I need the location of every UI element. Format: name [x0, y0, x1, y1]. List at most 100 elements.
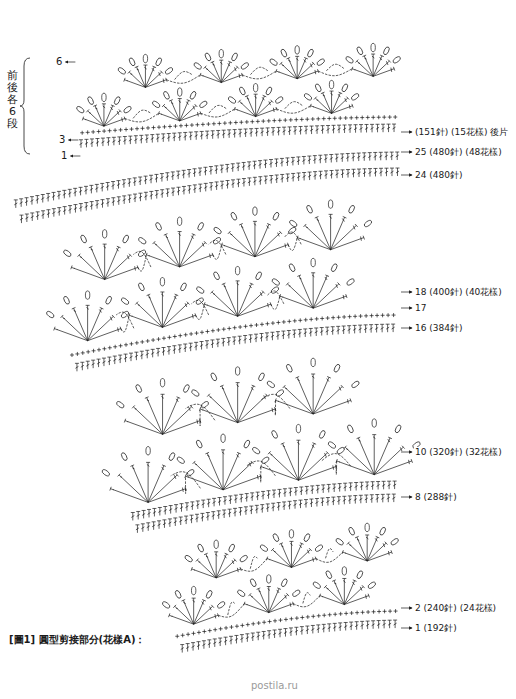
puff-stitch [351, 380, 360, 388]
puff-stitch [251, 446, 260, 454]
chain-loop [336, 461, 338, 474]
chain-arch [303, 593, 310, 604]
puff-stitch [210, 372, 218, 381]
puff-stitch [238, 86, 246, 95]
puff-stitch [113, 96, 121, 105]
puff-stitch [239, 554, 248, 562]
puff-stitch [329, 80, 333, 88]
puff-stitch [346, 278, 355, 286]
row-arrow [68, 140, 78, 141]
chain-arch [250, 556, 257, 568]
puff-stitch [196, 286, 205, 294]
puff-stitch [289, 530, 293, 538]
puff-stitch [219, 49, 223, 57]
puff-stitch [85, 291, 89, 299]
puff-stitch [151, 100, 160, 108]
puff-stitch [235, 266, 239, 274]
row-count: 1 (192針) [414, 623, 458, 634]
puff-stitch [102, 93, 106, 101]
puff-stitch [342, 567, 346, 575]
puff-stitch [155, 222, 163, 231]
chain-loop [288, 238, 297, 251]
puff-stitch [174, 590, 182, 599]
shell-fan [124, 54, 395, 87]
chain-arch [322, 454, 351, 467]
puff-stitch [76, 105, 85, 113]
puff-stitch [259, 544, 268, 552]
puff-stitch [243, 439, 251, 448]
shell-fan [169, 578, 370, 624]
puff-stitch [379, 526, 387, 535]
chain-arch [261, 394, 290, 408]
puff-stitch [195, 439, 203, 448]
puff-stitch [327, 441, 336, 449]
puff-stitch [303, 93, 312, 101]
puff-stitch [267, 575, 271, 583]
row-bracket [20, 58, 30, 154]
watermark: postila.ru [250, 680, 299, 692]
puff-stitch [184, 554, 193, 562]
puff-stitch [372, 419, 376, 427]
puff-stitch [193, 62, 202, 70]
row-count: 2 (240針) (24花樣) [414, 603, 497, 614]
chain-arch [175, 71, 192, 79]
puff-stitch [280, 48, 288, 57]
puff-stitch [164, 67, 173, 75]
puff-stitch [356, 46, 364, 55]
puff-stitch [191, 586, 195, 594]
puff-stitch [275, 389, 284, 397]
puff-stitch [335, 538, 344, 546]
puff-stitch [168, 452, 176, 461]
puff-stitch [371, 43, 375, 51]
puff-stitch [288, 226, 297, 234]
puff-stitch [143, 54, 147, 62]
puff-stitch [350, 93, 359, 101]
puff-stitch [363, 219, 372, 227]
puff-stitch [176, 456, 185, 464]
chain-loop [201, 109, 235, 117]
puff-stitch [63, 249, 72, 257]
chain-loop [200, 409, 201, 426]
puff-stitch [285, 363, 293, 372]
puff-stitch [155, 57, 163, 66]
puff-stitch [177, 217, 181, 225]
chain-loop [318, 69, 352, 76]
puff-stitch [87, 96, 95, 105]
puff-stitch [237, 589, 246, 597]
row-arrow [401, 308, 412, 309]
puff-stitch [365, 523, 369, 531]
puff-stitch [214, 540, 218, 548]
puff-stitch [178, 88, 182, 96]
puff-stitch [213, 271, 221, 280]
row-number: 3 [58, 134, 66, 146]
puff-stitch [258, 372, 266, 381]
puff-stitch [314, 544, 323, 552]
chain-loop [277, 106, 311, 113]
puff-stitch [271, 430, 279, 439]
dc-row [75, 324, 395, 371]
puff-stitch [228, 543, 236, 552]
chain-loop [138, 255, 147, 271]
row-arrow [401, 328, 412, 329]
puff-stitch [146, 447, 150, 455]
chain-arch [209, 105, 226, 113]
puff-stitch [280, 578, 288, 587]
puff-stitch [348, 526, 356, 535]
puff-stitch [316, 58, 325, 66]
dc-row [131, 481, 397, 520]
shell-fan [124, 374, 351, 434]
puff-stitch [235, 367, 239, 375]
chain-loop [241, 559, 267, 572]
row-count: 18 (400針) (40花樣) [414, 287, 503, 298]
puff-stitch [231, 52, 239, 61]
puff-stitch [102, 230, 106, 238]
puff-stitch [272, 212, 280, 221]
puff-stitch [289, 219, 298, 227]
puff-stitch [191, 389, 200, 397]
puff-stitch [266, 380, 275, 388]
puff-stitch [390, 538, 399, 546]
puff-stitch [271, 278, 280, 286]
puff-stitch [345, 56, 354, 64]
chain-arch [116, 312, 134, 328]
puff-stitch [341, 83, 349, 92]
